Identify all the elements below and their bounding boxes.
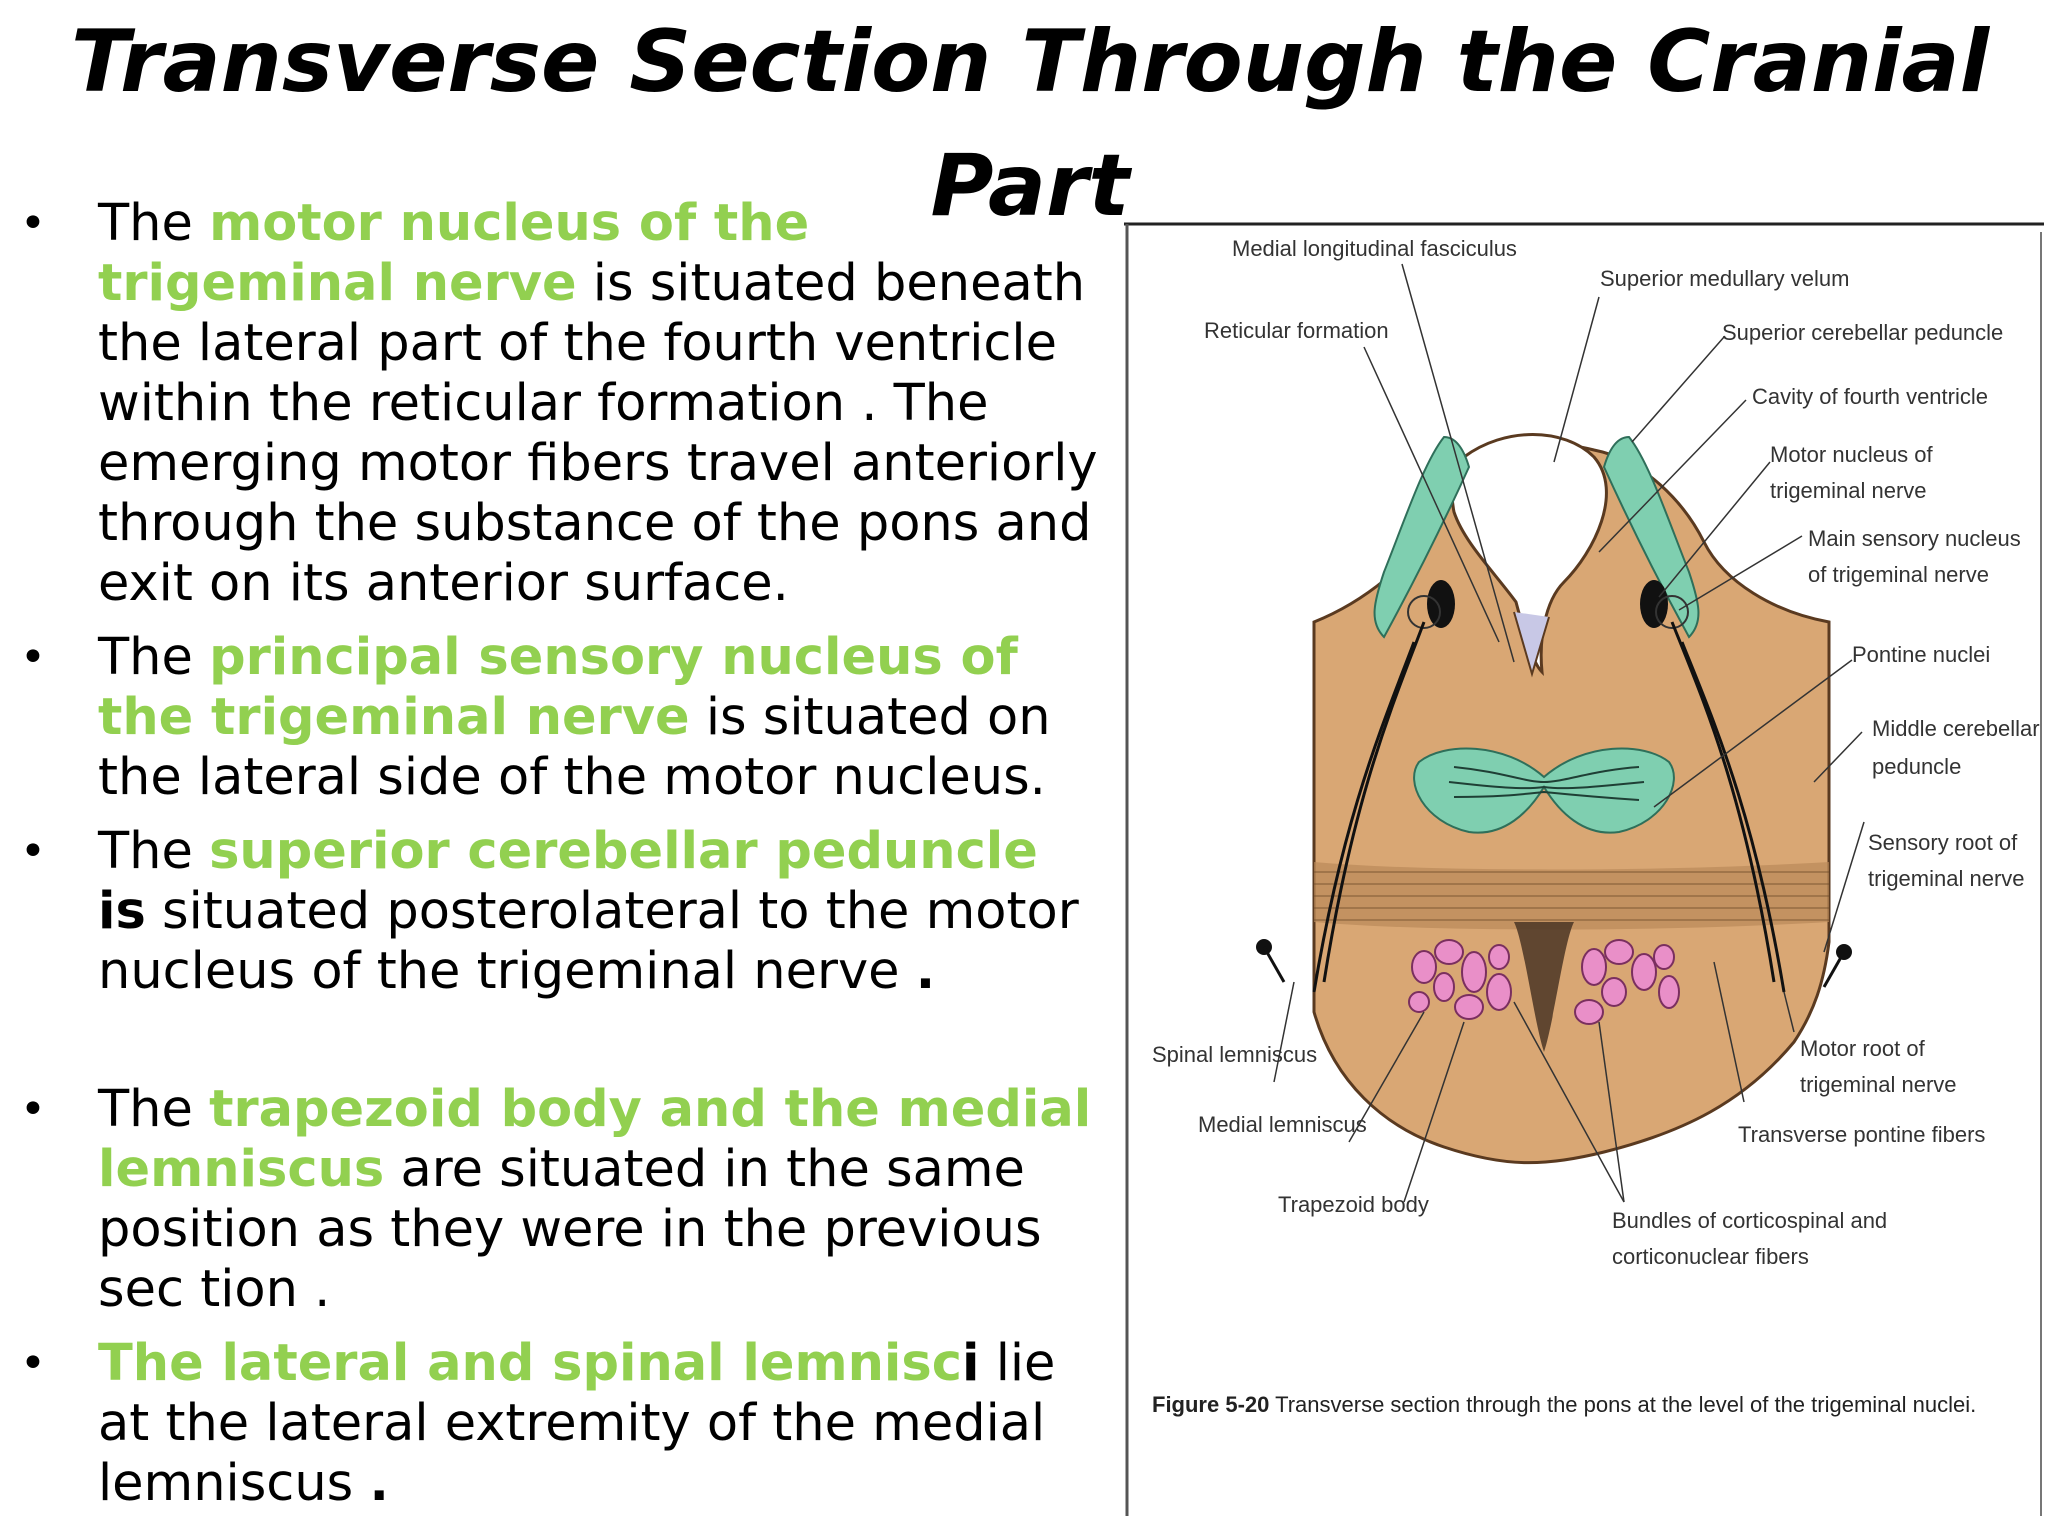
label-transverse-pontine-fibers: Transverse pontine fibers bbox=[1738, 1122, 1985, 1147]
label-medial-lemniscus: Medial lemniscus bbox=[1198, 1112, 1367, 1137]
label-trapezoid-body: Trapezoid body bbox=[1278, 1192, 1429, 1217]
figure-caption: Figure 5-20 Transverse section through t… bbox=[1152, 1392, 1976, 1417]
bullet-trapezoid-body: The trapezoid body and the medial lemnis… bbox=[20, 1080, 1098, 1320]
motor-nucleus-right bbox=[1640, 580, 1668, 628]
label-superior-cerebellar-peduncle: Superior cerebellar peduncle bbox=[1722, 320, 2003, 345]
svg-text:corticonuclear fibers: corticonuclear fibers bbox=[1612, 1244, 1809, 1269]
svg-text:peduncle: peduncle bbox=[1872, 754, 1961, 779]
label-superior-medullary-velum: Superior medullary velum bbox=[1600, 266, 1849, 291]
pons-section-figure: Medial longitudinal fasciculus Superior … bbox=[1124, 222, 2044, 1516]
motor-nucleus-left bbox=[1427, 580, 1455, 628]
highlight-term: motor nucleus of the trigeminal nerve bbox=[98, 194, 810, 313]
highlight-term: The lateral and spinal lemnisc bbox=[98, 1334, 962, 1393]
pons-diagram: Medial longitudinal fasciculus Superior … bbox=[1124, 222, 2044, 1516]
label-spinal-lemniscus: Spinal lemniscus bbox=[1152, 1042, 1317, 1067]
corticospinal-bundles bbox=[1408, 939, 1680, 1025]
label-corticospinal-bundles: Bundles of corticospinal and bbox=[1612, 1208, 1887, 1233]
bullet-list: The motor nucleus of the trigeminal nerv… bbox=[20, 194, 1098, 1528]
label-middle-cerebellar-peduncle: Middle cerebellar bbox=[1872, 716, 2040, 741]
label-motor-nucleus: Motor nucleus of bbox=[1770, 442, 1934, 467]
label-sensory-root: Sensory root of bbox=[1868, 830, 2018, 855]
superior-cerebellar-peduncle-right bbox=[1602, 435, 1700, 639]
label-pontine-nuclei: Pontine nuclei bbox=[1852, 642, 1990, 667]
label-main-sensory-nucleus: Main sensory nucleus bbox=[1808, 526, 2021, 551]
svg-text:of trigeminal nerve: of trigeminal nerve bbox=[1808, 562, 1989, 587]
bullet-superior-cerebellar-peduncle: The superior cerebellar peduncle is situ… bbox=[20, 822, 1098, 1002]
svg-text:trigeminal nerve: trigeminal nerve bbox=[1770, 478, 1927, 503]
highlight-term: superior cerebellar peduncle bbox=[209, 822, 1038, 881]
bullet-lateral-spinal-lemnisci: The lateral and spinal lemnisci lie at t… bbox=[20, 1334, 1098, 1514]
superior-cerebellar-peduncle-left bbox=[1373, 435, 1471, 639]
label-cavity-fourth-ventricle: Cavity of fourth ventricle bbox=[1752, 384, 1988, 409]
slide-title: Transverse Section Through the Cranial P… bbox=[70, 12, 1990, 236]
label-motor-root: Motor root of bbox=[1800, 1036, 1926, 1061]
highlight-term: principal sensory nucleus of the trigemi… bbox=[98, 628, 1018, 747]
svg-text:trigeminal nerve: trigeminal nerve bbox=[1800, 1072, 1957, 1097]
svg-text:trigeminal nerve: trigeminal nerve bbox=[1868, 866, 2025, 891]
highlight-term: trapezoid body and the medial lemniscus bbox=[98, 1080, 1092, 1199]
label-reticular-formation: Reticular formation bbox=[1204, 318, 1389, 343]
label-medial-longitudinal-fasciculus: Medial longitudinal fasciculus bbox=[1232, 236, 1517, 261]
bullet-sensory-nucleus: The principal sensory nucleus of the tri… bbox=[20, 628, 1098, 808]
bullet-motor-nucleus: The motor nucleus of the trigeminal nerv… bbox=[20, 194, 1098, 614]
